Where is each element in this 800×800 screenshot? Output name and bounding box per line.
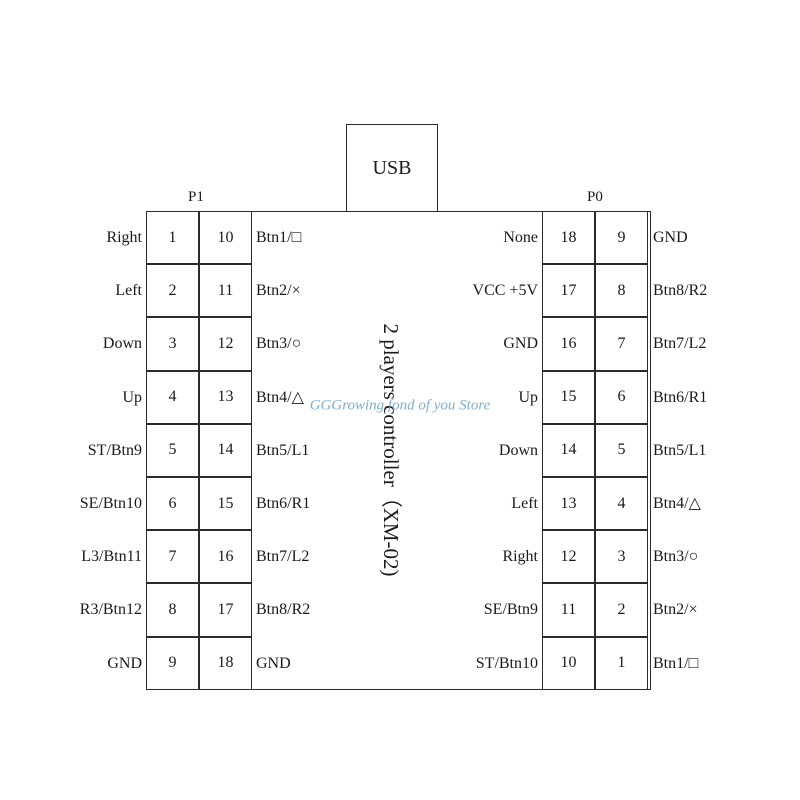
usb-label: USB: [372, 156, 412, 179]
p1-right-label: Btn5/L1: [256, 441, 310, 459]
p1-pin-b: 12: [199, 317, 252, 371]
p0-left-label: None: [503, 229, 538, 246]
p0-left-label: SE/Btn9: [483, 601, 538, 619]
p1-pin-a: 2: [146, 264, 199, 318]
p1-pin-b: 13: [199, 370, 252, 424]
p0-pin-b: 7: [595, 317, 648, 371]
p1-pin-a: 7: [146, 530, 199, 584]
p0-pin-b: 9: [595, 211, 648, 265]
p0-right-label: Btn6/R1: [653, 388, 708, 406]
p1-pin-a: 5: [146, 423, 199, 477]
p1-pin-a: 1: [146, 211, 199, 265]
p0-left-label: Left: [511, 495, 538, 512]
p1-header: P1: [188, 189, 204, 205]
p0-left-label: Up: [518, 388, 538, 406]
p0-pin-b: 1: [595, 636, 648, 690]
p1-left-label: Right: [106, 229, 142, 246]
p0-pin-a: 17: [542, 264, 595, 318]
p1-pin-b: 10: [199, 211, 252, 265]
p0-right-label: Btn1/□: [653, 654, 699, 672]
p0-pin-b: 2: [595, 583, 648, 637]
p1-right-label: Btn8/R2: [256, 601, 311, 619]
p0-pin-a: 14: [542, 423, 595, 477]
p1-pin-a: 8: [146, 583, 199, 637]
p1-left-label: ST/Btn9: [87, 441, 142, 459]
p1-left-label: SE/Btn10: [79, 495, 142, 512]
p0-right-label: GND: [653, 229, 688, 246]
p0-right-label: Btn7/L2: [653, 335, 707, 353]
p0-left-label: Right: [502, 548, 538, 566]
p0-right-label: Btn5/L1: [653, 441, 707, 459]
p0-pin-a: 10: [542, 636, 595, 690]
p0-header: P0: [587, 189, 603, 205]
p0-pin-a: 11: [542, 583, 595, 637]
usb-port: USB: [346, 124, 438, 212]
p0-pin-b: 5: [595, 423, 648, 477]
p1-pin-b: 14: [199, 423, 252, 477]
p0-right-label: Btn2/×: [653, 601, 698, 619]
p1-pin-b: 15: [199, 477, 252, 531]
p1-right-label: Btn2/×: [256, 282, 301, 300]
p0-pin-a: 16: [542, 317, 595, 371]
p1-pin-a: 9: [146, 636, 199, 690]
p0-right-label: Btn8/R2: [653, 282, 708, 300]
p0-left-label: GND: [503, 335, 538, 353]
p0-pin-a: 15: [542, 370, 595, 424]
p1-left-label: Up: [122, 388, 142, 406]
p1-right-label: GND: [256, 654, 291, 672]
p0-left-label: ST/Btn10: [475, 654, 538, 672]
p1-pin-b: 11: [199, 264, 252, 318]
p1-pin-a: 3: [146, 317, 199, 371]
p1-pin-b: 16: [199, 530, 252, 584]
p1-left-label: GND: [107, 654, 142, 672]
p1-right-label: Btn4/△: [256, 388, 304, 406]
store-watermark: GGGrowing fond of you Store: [309, 397, 491, 414]
p0-pin-b: 3: [595, 530, 648, 584]
p0-left-label: VCC +5V: [472, 282, 538, 300]
p1-pin-b: 18: [199, 636, 252, 690]
p1-right-label: Btn7/L2: [256, 548, 310, 566]
p1-left-label: R3/Btn12: [79, 601, 142, 619]
p0-pin-a: 12: [542, 530, 595, 584]
p1-pin-a: 4: [146, 370, 199, 424]
p0-left-label: Down: [498, 441, 538, 459]
p1-left-label: Left: [115, 282, 142, 300]
p1-left-label: L3/Btn11: [81, 548, 142, 566]
controller-title: 2 players controller（XM-02): [379, 323, 403, 577]
p1-right-label: Btn6/R1: [256, 495, 311, 512]
p1-right-label: Btn3/○: [256, 335, 302, 353]
p1-right-label: Btn1/□: [256, 229, 302, 246]
p1-left-label: Down: [102, 335, 142, 353]
p0-pin-b: 4: [595, 477, 648, 531]
p0-pin-a: 18: [542, 211, 595, 265]
p0-right-label: Btn3/○: [653, 548, 699, 566]
p0-pin-a: 13: [542, 477, 595, 531]
p1-pin-b: 17: [199, 583, 252, 637]
p0-pin-b: 6: [595, 370, 648, 424]
p0-right-label: Btn4/△: [653, 495, 701, 512]
p0-pin-b: 8: [595, 264, 648, 318]
p1-pin-a: 6: [146, 477, 199, 531]
